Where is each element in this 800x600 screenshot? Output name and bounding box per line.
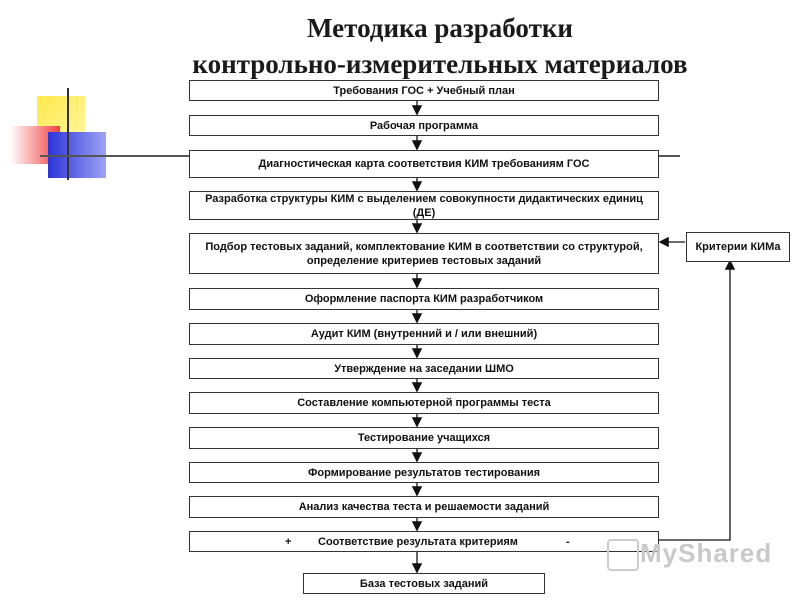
- step-box-7: Аудит КИМ (внутренний и / или внешний): [189, 323, 659, 345]
- step-box-2: Рабочая программа: [189, 115, 659, 136]
- check-plus: +: [285, 535, 292, 548]
- title-line-2: контрольно-измерительных материалов: [192, 49, 688, 79]
- step-box-3: Диагностическая карта соответствия КИМ т…: [189, 150, 659, 178]
- watermark-text: MyShared: [640, 538, 773, 568]
- watermark-icon: [607, 539, 639, 571]
- title-line-1: Методика разработки: [307, 13, 573, 43]
- step-box-12: Анализ качества теста и решаемости задан…: [189, 496, 659, 518]
- criteria-box: Критерии КИМа: [686, 232, 790, 262]
- check-box: + Соответствие результата критериям -: [189, 531, 659, 552]
- vertical-line: [67, 88, 69, 180]
- check-minus: -: [566, 535, 570, 548]
- step-box-9: Составление компьютерной программы теста: [189, 392, 659, 414]
- step-box-8: Утверждение на заседании ШМО: [189, 358, 659, 379]
- step-box-1: Требования ГОС + Учебный план: [189, 80, 659, 101]
- step-box-6: Оформление паспорта КИМ разработчиком: [189, 288, 659, 310]
- step-box-10: Тестирование учащихся: [189, 427, 659, 449]
- final-box: База тестовых заданий: [303, 573, 545, 594]
- step-box-11: Формирование результатов тестирования: [189, 462, 659, 483]
- step-box-5: Подбор тестовых заданий, комплектование …: [189, 233, 659, 274]
- check-text: Соответствие результата критериям: [318, 535, 518, 548]
- arrow-feedback: [659, 259, 736, 541]
- step-box-4: Разработка структуры КИМ с выделением со…: [189, 191, 659, 220]
